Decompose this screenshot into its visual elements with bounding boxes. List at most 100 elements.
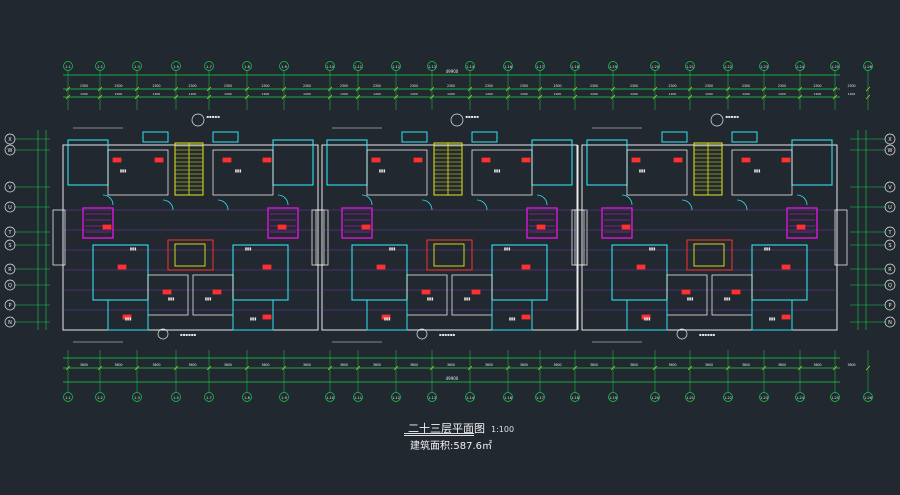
elevator-shaft: [433, 243, 465, 267]
row-axis-label-left: Q: [8, 283, 12, 289]
dimension-tick: [505, 365, 511, 371]
column-axis-label-bottom: 1-17: [536, 396, 544, 400]
segment-dimension: 1200: [410, 92, 418, 96]
row-axis-label-left: R: [8, 267, 12, 273]
dimension-tick: [393, 86, 399, 92]
column-axis-label: 1-23: [760, 65, 768, 69]
segment-dimension: 1200: [153, 92, 161, 96]
row-axis-bubble-left: [4, 316, 16, 328]
column-axis-bubble: [863, 61, 873, 71]
drawing-scale: 1:100: [491, 425, 515, 434]
dimension-tick: [832, 365, 838, 371]
elevator-shaft: [693, 243, 725, 267]
row-axis-bubble-left: [4, 263, 16, 275]
kitchen-right: [786, 207, 818, 239]
column-axis-bubble-bottom: [132, 392, 142, 402]
room-tag: [262, 314, 272, 320]
room-tag: [117, 264, 127, 270]
column-axis-label-bottom: 1-25: [831, 396, 839, 400]
dimension-tick: [865, 94, 871, 100]
elevator-core: [426, 239, 473, 271]
segment-dimension: 3600: [152, 363, 160, 367]
segment-dimension: 3600: [590, 363, 598, 367]
dimension-tick: [65, 86, 71, 92]
row-axis-bubble-right: [884, 239, 896, 251]
room-tag: [277, 224, 287, 230]
column-axis-label: 1-17: [536, 65, 544, 69]
dimension-tick: [687, 94, 693, 100]
row-axis-bubble-right: [884, 299, 896, 311]
segment-dimension: 3600: [447, 363, 455, 367]
dimension-tick: [355, 86, 361, 92]
room-tag: [154, 157, 164, 163]
column-axis-label: 1-25: [831, 65, 839, 69]
column-axis-label: 1-21: [686, 65, 694, 69]
elevator-core: [686, 239, 733, 271]
row-axis-bubble-right: [884, 279, 896, 291]
column-axis-label-bottom: 1-22: [724, 396, 732, 400]
room-tag: [681, 289, 691, 295]
kitchen-left: [341, 207, 373, 239]
column-axis-label: 1-22: [724, 65, 732, 69]
kitchen-left: [601, 207, 633, 239]
column-axis-bubble-bottom: [95, 392, 105, 402]
balcony-bottom-right: [751, 299, 793, 331]
window-top: [212, 131, 239, 143]
column-axis-bubble: [63, 61, 73, 71]
column-axis-bubble: [795, 61, 805, 71]
kitchen-left: [82, 207, 114, 239]
column-axis-bubble: [723, 61, 733, 71]
room-label: ▮▮▮: [764, 246, 771, 251]
segment-dimension: 3600: [224, 363, 232, 367]
door-swing: [736, 199, 748, 211]
segment-dimension: 2300: [152, 84, 160, 88]
segment-dimension: 3600: [261, 363, 269, 367]
segment-dimension: 3600: [373, 363, 381, 367]
row-axis-label-right: Q: [888, 283, 892, 289]
dimension-tick: [65, 365, 71, 371]
segment-dimension: 2300: [778, 84, 786, 88]
dimension-tick: [832, 94, 838, 100]
column-axis-label: 1-24: [796, 65, 805, 69]
dimension-tick: [832, 86, 838, 92]
segment-dimension: 2300: [520, 84, 528, 88]
window-top: [142, 131, 169, 143]
column-axis-label-bottom: 1-5: [173, 396, 179, 400]
room-label: ▮▮▮: [205, 296, 212, 301]
segment-dimension: 3600: [188, 363, 196, 367]
row-axis-bubble-left: [4, 239, 16, 251]
room-tag: [781, 264, 791, 270]
column-axis-label-bottom: 1-8: [244, 396, 250, 400]
room-tag: [781, 157, 791, 163]
window-top: [731, 131, 758, 143]
door-swing: [102, 194, 114, 206]
room-tag: [376, 264, 386, 270]
column-axis-bubble-bottom: [325, 392, 335, 402]
segment-dimension: 1200: [520, 92, 528, 96]
column-axis-bubble-bottom: [608, 392, 618, 402]
room-tag: [621, 224, 631, 230]
segment-dimension: 1200: [630, 92, 638, 96]
door-swing: [681, 199, 693, 211]
dimension-tick: [244, 94, 250, 100]
living-room-right: [751, 244, 808, 301]
column-axis-bubble-bottom: [427, 392, 437, 402]
side-bay: [834, 209, 848, 266]
detail-callout-bubble: [191, 113, 205, 127]
segment-dimension: 3600: [705, 363, 713, 367]
title-underline: [404, 433, 474, 434]
column-axis-label-bottom: 1-26: [864, 396, 872, 400]
column-axis-bubble-bottom: [650, 392, 660, 402]
segment-dimension: 2300: [410, 84, 418, 88]
column-axis-label: 1-2: [97, 65, 103, 69]
column-axis-bubble-bottom: [685, 392, 695, 402]
bathroom-right: [711, 274, 753, 316]
column-axis-label-bottom: 1-9: [281, 396, 287, 400]
row-axis-bubble-right: [884, 133, 896, 145]
room-tag: [521, 264, 531, 270]
balcony-top-right: [272, 139, 314, 186]
dimension-tick: [652, 94, 658, 100]
segment-dimension: 2300: [668, 84, 676, 88]
dimension-tick: [281, 365, 287, 371]
